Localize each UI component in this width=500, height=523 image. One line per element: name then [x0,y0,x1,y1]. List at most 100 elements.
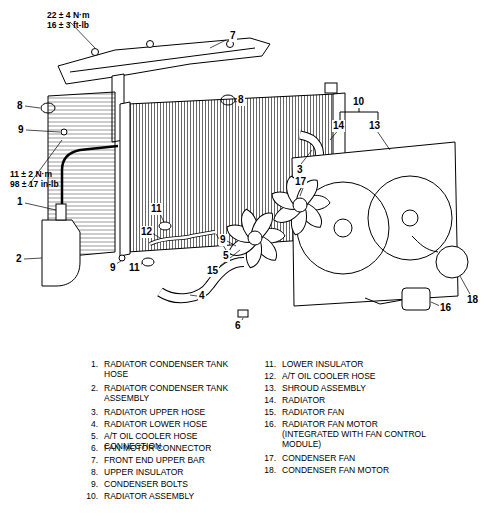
legend-number: 8. [78,468,98,478]
condenser-fan [269,175,330,237]
legend-number: 17. [256,454,276,464]
drawing-stroke [220,250,240,266]
upper-bar [58,38,270,84]
callout-number: 1 [16,196,24,208]
callout-number: 4 [198,290,206,302]
callout-number: 18 [466,294,479,306]
callout-number: 9 [17,124,25,136]
leader-lines [24,22,470,320]
shroud [292,142,458,306]
drawing-stroke [160,214,164,222]
callout-number: 5 [222,250,230,262]
drawing-stroke [116,261,121,264]
part-name: CONDENSER FAN [282,454,432,464]
drawing-stroke [216,234,226,250]
callout-number: 9 [109,262,117,274]
legend-number: 14. [256,396,276,406]
drawing-stroke [460,276,470,294]
radiator-fan-motor [402,288,430,310]
legend-number: 5. [78,432,98,442]
legend-number: 12. [256,372,276,382]
callout-number: 15 [206,265,219,277]
legend-number: 16. [256,420,276,430]
oil-cooler-hose [150,232,215,244]
drawing-stroke [242,318,243,320]
part-name: RADIATOR UPPER HOSE [104,408,244,418]
callout-number: 3 [296,164,304,176]
drawing-stroke [334,219,352,237]
drawing-stroke [25,106,40,108]
parts [24,22,470,320]
legend-number: 2. [78,384,98,394]
legend-number: 3. [78,408,98,418]
callout-number: 6 [234,320,242,332]
legend-number: 1. [78,360,98,370]
drawing-stroke [142,258,154,266]
callout-number: 16 [439,302,452,314]
torque-spec: 16 ± 3 ft-lb [47,21,89,31]
part-name: UPPER INSULATOR [104,468,244,478]
legend-number: 13. [256,384,276,394]
legend-number: 4. [78,420,98,430]
drawing-stroke [152,233,160,238]
callout-number: 7 [229,30,237,42]
callout-number: 10 [352,96,365,108]
tank-hose [62,146,118,204]
drawing-stroke [293,198,307,212]
callout-number: 17 [294,176,307,188]
legend-number: 15. [256,408,276,418]
drawing-stroke [70,48,255,72]
callout-number: 8 [16,100,24,112]
part-name: RADIATOR ASSEMBLY [104,492,244,502]
legend-number: 9. [78,480,98,490]
part-name: CONDENSER FAN MOTOR [282,466,432,476]
condenser-fan-motor [436,246,468,278]
callout-number: 13 [368,120,381,132]
part-name: RADIATOR FAN [282,408,432,418]
fan-motor-connector [238,310,248,317]
callout-number: 11 [150,203,163,215]
part-name: FAN MOTOR CONNECTOR [104,444,244,454]
drawing-stroke [210,40,226,48]
drawing-stroke [119,255,125,261]
callout-number: 8 [237,94,245,106]
callout-bracket [340,108,378,120]
legend-number: 11. [256,360,276,370]
drawing-stroke [325,83,337,93]
drawing-stroke [61,129,67,135]
torque-spec: 98 ± 17 in-lb [10,180,59,190]
torque-spec: 22 ± 4 N·m [47,11,89,21]
part-name: RADIATOR FAN MOTOR (INTEGRATED WITH FAN … [282,420,432,449]
drawing-stroke [365,298,402,304]
legend-number: 10. [78,492,98,502]
callout-number: 14 [332,120,345,132]
part-name: RADIATOR [282,396,432,406]
drawing-stroke [300,188,303,196]
legend-number: 18. [256,466,276,476]
callout-number: 2 [15,253,23,265]
callout-number: 12 [140,226,153,238]
drawing-stroke [56,204,66,220]
legend-number: 7. [78,456,98,466]
part-name: SHROUD ASSEMBLY [282,384,432,394]
part-name: RADIATOR LOWER HOSE [104,420,244,430]
part-name: RADIATOR CONDENSER TANK ASSEMBLY [104,384,244,404]
drawing-stroke [190,295,197,296]
part-name: CONDENSER BOLTS [104,480,244,490]
drawing-stroke [92,49,99,56]
legend-number: 6. [78,444,98,454]
drawing-stroke [248,231,262,245]
drawing-stroke [26,130,60,132]
callout-number: 11 [128,262,141,274]
drawing-stroke [25,203,56,210]
torque-spec: 11 ± 2 N·m [10,170,52,180]
drawing-stroke [147,41,154,48]
condenser-tank [42,220,80,286]
drawing-stroke [227,241,236,246]
drawing-stroke [227,41,234,48]
drawing-stroke [159,222,171,230]
drawing-stroke [412,236,438,252]
drawing-stroke [402,210,418,226]
